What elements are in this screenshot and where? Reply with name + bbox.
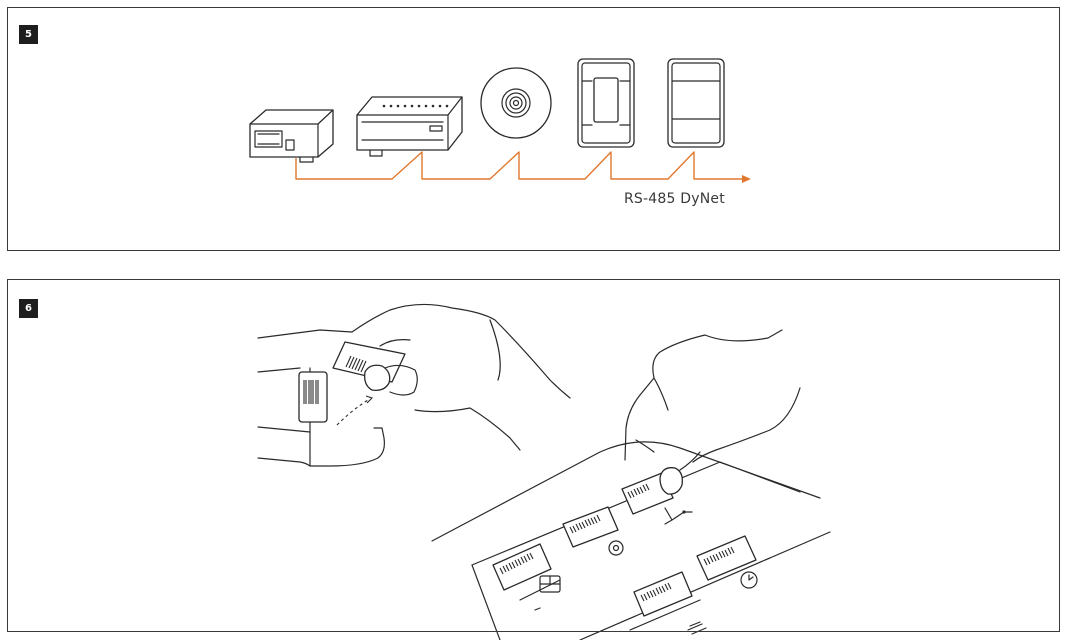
button-panel-icon — [667, 58, 725, 148]
power-supply-device-icon — [249, 109, 334, 163]
hand-peeling-label-illustration — [332, 303, 571, 451]
step-6-badge: 6 — [19, 299, 38, 318]
label-sheet-illustration — [431, 441, 831, 640]
step-5-badge: 5 — [19, 25, 38, 44]
hand-placing-label-illustration — [621, 329, 801, 515]
dynet-bus-line — [295, 151, 751, 183]
step-6-panel — [7, 279, 1060, 632]
device-enclosure-illustration — [257, 329, 385, 467]
din-rail-controller-icon — [356, 96, 463, 157]
rs485-dynet-label: RS-485 DyNet — [624, 191, 725, 207]
ceiling-sensor-icon — [480, 67, 552, 139]
keypad-panel-icon — [577, 58, 635, 148]
